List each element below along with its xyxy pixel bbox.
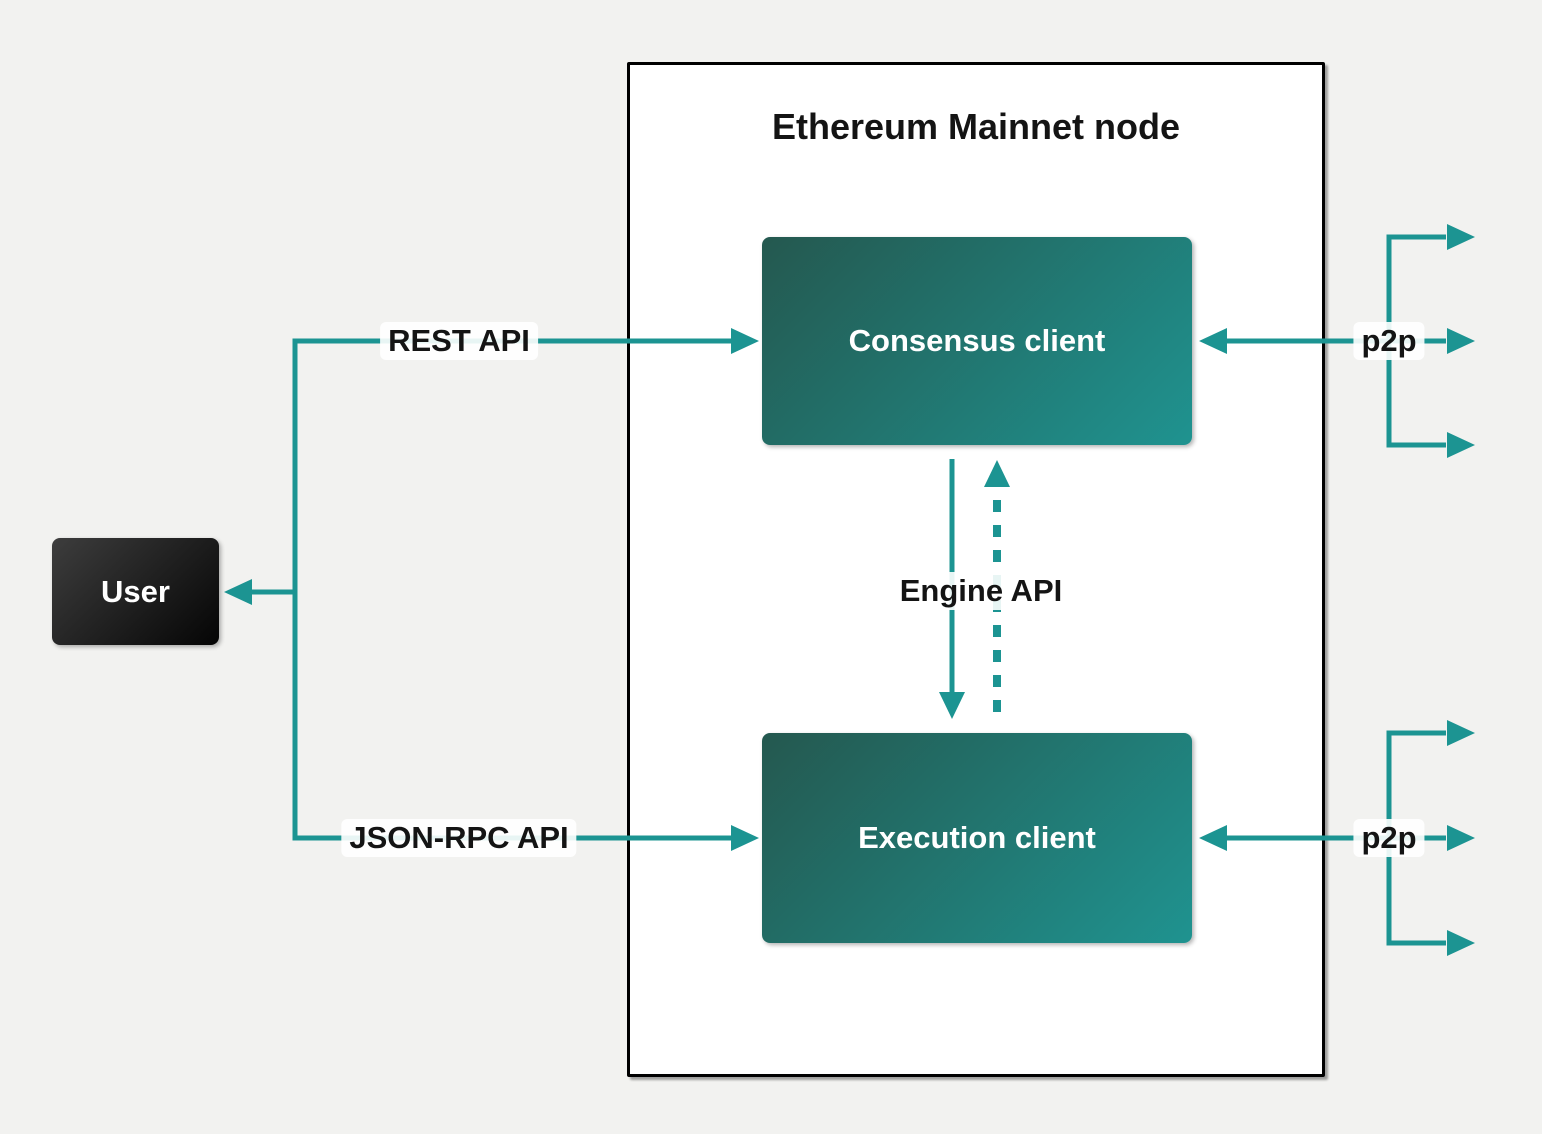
- user-api-trunk: [292, 328, 759, 851]
- p2p-consensus-label: p2p: [1353, 322, 1425, 360]
- consensus-client-box: Consensus client: [762, 237, 1192, 445]
- user-box: User: [52, 538, 219, 645]
- json-rpc-arrowhead: [731, 825, 759, 851]
- node-title: Ethereum Mainnet node: [771, 106, 1181, 147]
- rest-api-label: REST API: [380, 322, 538, 360]
- consensus-client-label: Consensus client: [848, 323, 1106, 358]
- rest-api-arrowhead: [731, 328, 759, 354]
- user-arrow: [224, 579, 295, 605]
- p2p-execution-bracket: [1199, 720, 1475, 956]
- engine-api-label: Engine API: [891, 572, 1071, 610]
- execution-client-box: Execution client: [762, 733, 1192, 943]
- user-label: User: [101, 573, 170, 609]
- execution-client-label: Execution client: [858, 820, 1096, 855]
- p2p-consensus-bracket: [1199, 224, 1475, 458]
- p2p-to-consensus-arrowhead: [1199, 328, 1227, 354]
- p2p-execution-label: p2p: [1353, 819, 1425, 857]
- p2p-to-execution-arrowhead: [1199, 825, 1227, 851]
- json-rpc-api-label: JSON-RPC API: [341, 819, 577, 857]
